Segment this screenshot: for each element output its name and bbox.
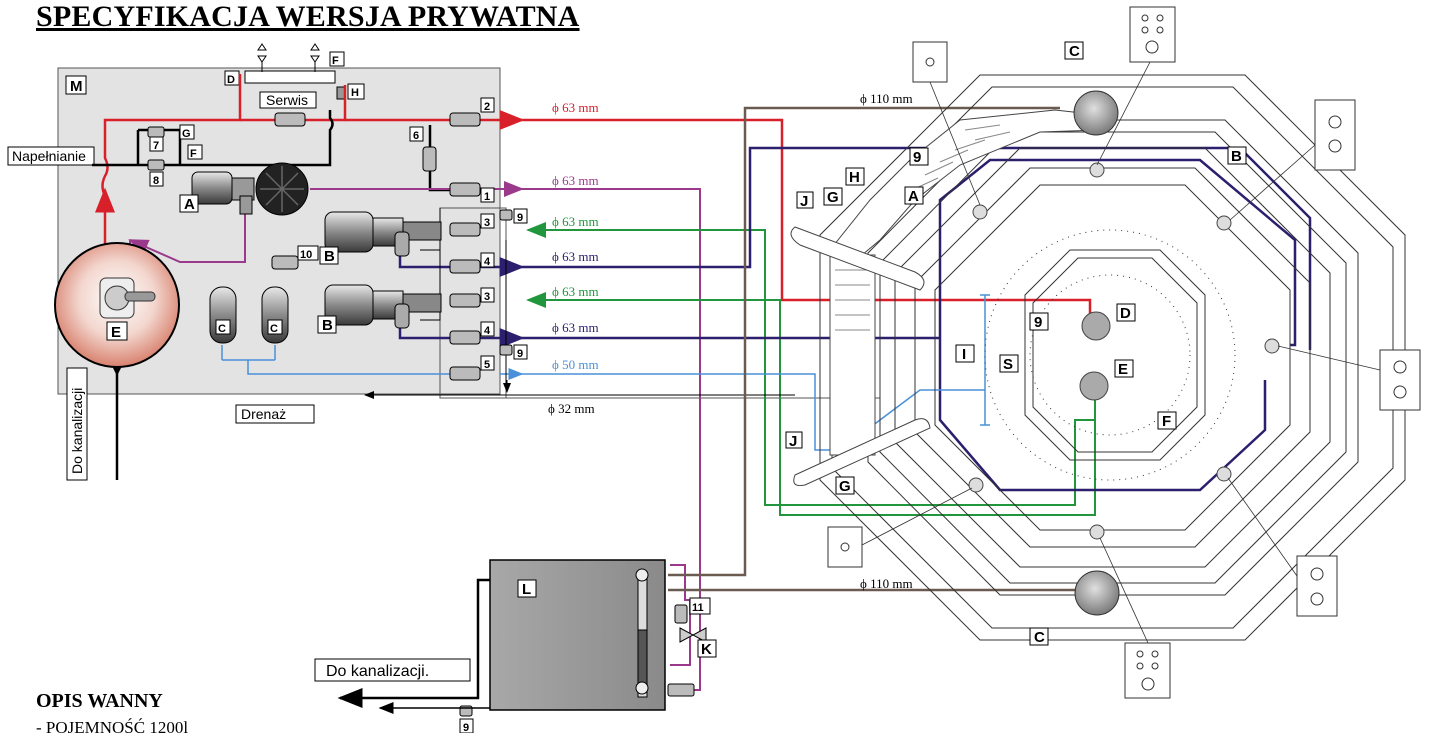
svg-text:E: E: [1118, 361, 1128, 378]
svg-text:9: 9: [1034, 314, 1042, 331]
svg-text:I: I: [962, 346, 966, 363]
lightblue-pipe: [221, 294, 990, 451]
description-heading: OPIS WANNY: [36, 690, 163, 712]
label-c-top: C: [1069, 43, 1080, 60]
pool-steps-top: [829, 109, 1101, 266]
jet-pump-b-1: B: [319, 211, 442, 265]
page-title: SPECYFIKACJA WERSJA PRYWATNA: [36, 0, 580, 33]
svg-text:G: G: [839, 478, 851, 495]
svg-text:9: 9: [517, 348, 523, 360]
svg-text:J: J: [800, 193, 808, 210]
drain-c-top: [1073, 90, 1119, 136]
napelnianie-label: Napełnianie: [12, 148, 86, 164]
brown-pipes: [668, 106, 1085, 592]
do-kanalizacji-vertical-box: [66, 367, 88, 481]
label-l-tank: L: [522, 581, 531, 598]
label-m: M: [70, 78, 83, 95]
svg-text:7: 7: [153, 140, 159, 152]
service-header: D F H: [224, 43, 365, 100]
serwis-label: Serwis: [266, 92, 308, 108]
drain-lines: [364, 208, 795, 399]
pipe-label-drain: ϕ 32 mm: [548, 401, 595, 416]
svg-text:2: 2: [484, 101, 490, 113]
label-k-valve: K: [701, 641, 712, 658]
svg-text:9: 9: [517, 212, 523, 224]
label-b-pump-1: B: [324, 248, 335, 265]
pipe-label-green-1: ϕ 63 mm: [552, 214, 599, 229]
svg-text:11: 11: [692, 602, 704, 614]
svg-text:S: S: [1003, 356, 1013, 373]
circulation-pump-a: A: [179, 162, 309, 216]
label-e-filter: E: [111, 324, 121, 341]
description-line-1: - POJEMNOŚĆ 1200l: [36, 718, 189, 737]
pipe-label-brown-bottom: ϕ 110 mm: [860, 576, 913, 591]
svg-text:10: 10: [300, 249, 312, 261]
label-h-machine: H: [351, 87, 359, 99]
napelnianie-box: [7, 146, 95, 166]
drenaz-box: [235, 404, 315, 424]
svg-text:C: C: [270, 323, 278, 335]
svg-text:B: B: [1231, 148, 1242, 165]
svg-text:4: 4: [484, 325, 491, 337]
svg-text:5: 5: [484, 359, 490, 371]
svg-text:H: H: [849, 169, 860, 186]
label-box-m: [65, 75, 87, 95]
svg-text:G: G: [182, 128, 191, 140]
svg-text:8: 8: [153, 175, 159, 187]
svg-text:6: 6: [413, 130, 419, 142]
pipe-label-navy-1: ϕ 63 mm: [552, 249, 599, 264]
pipe-label-red: ϕ 63 mm: [552, 100, 599, 115]
label-d-machine: D: [227, 74, 235, 86]
tank-kanalizacja-label: Do kanalizacji.: [326, 663, 429, 680]
drenaz-label: Drenaż: [241, 406, 286, 422]
svg-text:3: 3: [484, 291, 490, 303]
green-pipes: [530, 229, 1096, 516]
label-f-top: F: [332, 55, 339, 67]
svg-text:G: G: [827, 189, 839, 206]
fittings: [147, 112, 695, 717]
jet-pump-b-2: B: [317, 284, 442, 334]
label-a-machine: A: [184, 196, 195, 213]
do-kanalizacji-vertical-label: Do kanalizacji: [69, 388, 85, 474]
panel-leader-lines: [861, 61, 1381, 644]
control-panels: [827, 6, 1421, 699]
suction-e: [1079, 371, 1109, 401]
balance-tank: L K: [337, 559, 717, 714]
pipe-label-navy-2: ϕ 63 mm: [552, 320, 599, 335]
pipe-label-green-2: ϕ 63 mm: [552, 284, 599, 299]
handle-j-bottom: J: [785, 418, 931, 486]
suction-d: [1081, 311, 1111, 341]
svg-text:A: A: [908, 188, 919, 205]
pool-outer-octagon: [819, 74, 1406, 641]
svg-text:J: J: [789, 433, 797, 450]
cylinders-c: C C: [209, 286, 289, 344]
label-b-pump-2: B: [322, 317, 333, 334]
svg-text:9: 9: [913, 149, 921, 166]
serwis-box: [259, 91, 317, 109]
pipe-label-purple: ϕ 63 mm: [552, 173, 599, 188]
label-c-bottom: C: [1034, 629, 1045, 646]
svg-text:F: F: [190, 148, 197, 160]
pipe-label-lightblue: ϕ 50 mm: [552, 357, 599, 372]
drain-c-bottom: [1074, 570, 1120, 616]
svg-text:4: 4: [484, 256, 491, 268]
pool-jets: [968, 162, 1280, 540]
sand-filter: E: [54, 242, 180, 368]
svg-text:C: C: [218, 323, 226, 335]
pool-labels: G H A 9 B D E F I S 9 G: [823, 146, 1247, 495]
handle-j-top: J: [790, 191, 925, 291]
pipe-label-brown-top: ϕ 110 mm: [860, 91, 913, 106]
tank-kanalizacja-box: [314, 658, 471, 682]
svg-text:1: 1: [484, 191, 490, 203]
svg-text:D: D: [1120, 305, 1131, 322]
svg-text:9: 9: [463, 722, 469, 733]
svg-text:3: 3: [484, 217, 490, 229]
pool-steps-left: [829, 254, 876, 456]
svg-text:F: F: [1162, 413, 1171, 430]
fitting-numbers: 2 1 3 4 3 4 5 6 7 8 G F 9 9 10 11 9: [149, 97, 711, 733]
